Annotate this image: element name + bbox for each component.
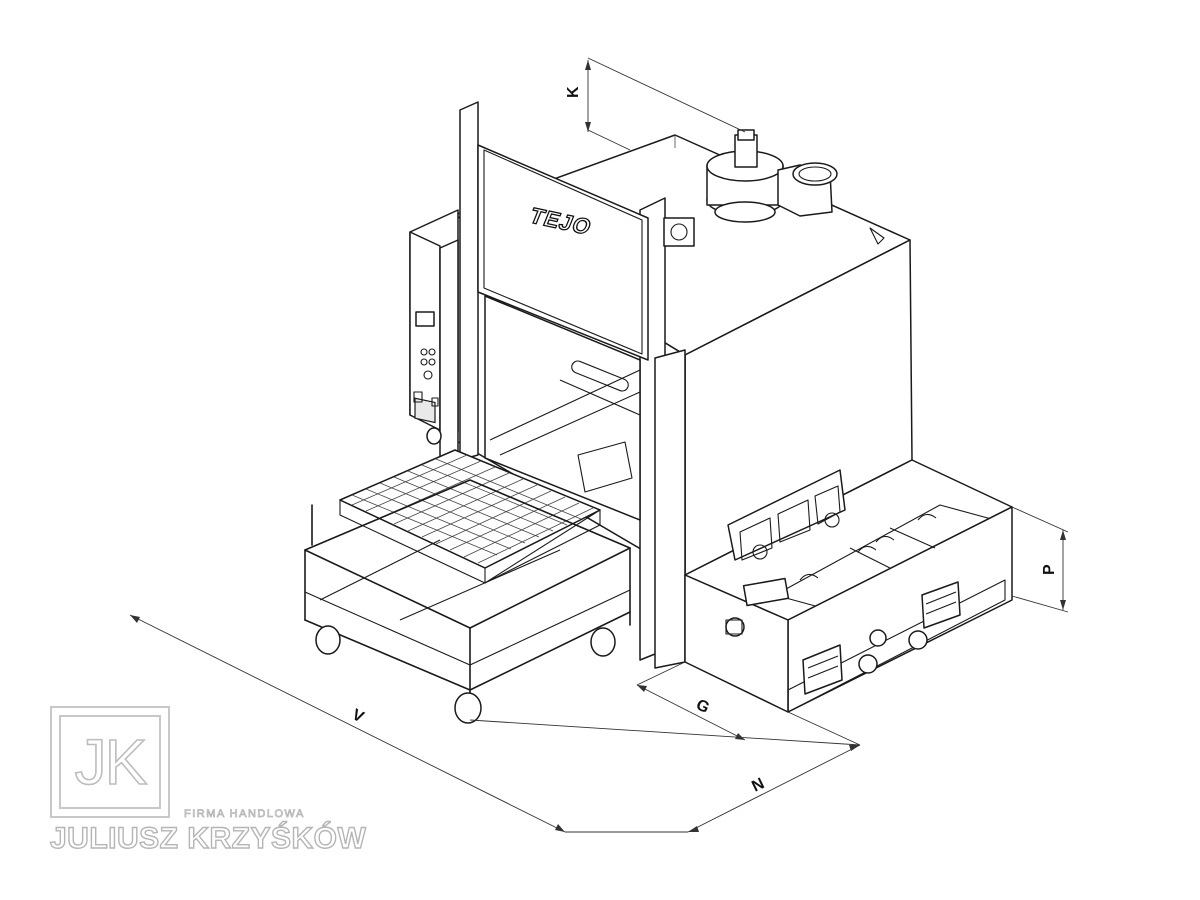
logo-frame-inner: JK [59, 715, 161, 809]
exhaust-fan [706, 129, 885, 245]
dimension-p-label: P [1041, 564, 1058, 575]
dimension-lines: K P V G N [129, 57, 1069, 833]
logo-mark: JK [74, 726, 148, 798]
dimension-k-label: K [565, 86, 582, 98]
side-tank [684, 459, 1013, 713]
company-logo: JK FIRMA HANDLOWA JULIUSZ KRZYŚKÓW [49, 706, 380, 866]
logo-frame: JK [50, 706, 170, 818]
basket-trolley [304, 427, 631, 724]
logo-company-name: JULIUSZ KRZYŚKÓW [49, 821, 367, 855]
dimension-g-label: G [693, 696, 712, 717]
logo-subtitle: FIRMA HANDLOWA [184, 808, 305, 821]
lifting-door: TEJO [439, 101, 695, 669]
dimension-n-label: N [749, 775, 767, 795]
